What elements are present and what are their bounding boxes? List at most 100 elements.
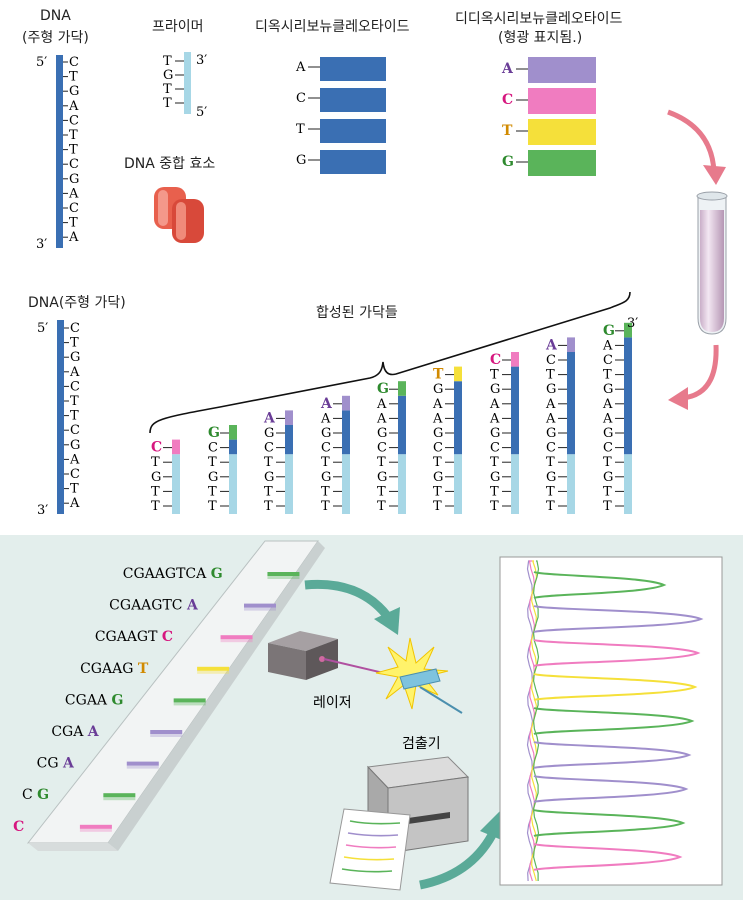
template-3-prime: 3′ <box>36 237 47 252</box>
ddntp-base-label: A <box>501 61 514 77</box>
strand-base: A <box>432 397 443 412</box>
strand-primer-segment <box>454 454 462 514</box>
template2-base-base: C <box>70 467 80 482</box>
dntp-base-label: G <box>296 153 306 168</box>
strand-base: A <box>545 397 556 412</box>
polymerase-icon <box>154 187 204 243</box>
strand-base: T <box>377 455 386 470</box>
strand-base: T <box>490 484 499 499</box>
template-base-base: C <box>69 55 79 70</box>
gel-band-shadow <box>197 670 230 674</box>
strand-base: A <box>376 397 387 412</box>
middle-dna-label: DNA(주형 가닥) <box>28 295 126 311</box>
chromatogram-peak <box>533 741 692 769</box>
template-2-5-prime: 5′ <box>37 321 48 336</box>
primer-base: T <box>163 96 172 111</box>
curved-arrow-icon <box>667 109 726 185</box>
strand-base: T <box>603 455 612 470</box>
template-5-prime: 5′ <box>36 55 47 70</box>
strand-terminal-base: A <box>545 337 558 353</box>
dntp-box <box>320 57 386 81</box>
dntp-label: 디옥시리보뉴클레오타이드 <box>255 19 410 35</box>
gel-band <box>103 793 136 798</box>
fragment-label: CGAAGTCA G <box>123 566 223 582</box>
fragment-label: CGAAG T <box>80 661 149 677</box>
gel-band-shadow <box>79 828 112 832</box>
strand-base: T <box>603 499 612 514</box>
strand-base: T <box>433 499 442 514</box>
strand-terminal-base: G <box>603 323 615 339</box>
strand-base: C <box>603 441 613 456</box>
strand-base: C <box>321 441 331 456</box>
strand-base: T <box>546 484 555 499</box>
strand-terminal-base: T <box>433 367 444 383</box>
strand-extension-segment <box>454 381 462 455</box>
strand-base: G <box>490 426 500 441</box>
dntp-box <box>320 119 386 143</box>
gel-band-shadow <box>103 797 136 801</box>
strand-base: A <box>602 397 613 412</box>
strand-base: A <box>320 411 331 426</box>
strand-primer-segment <box>285 454 293 514</box>
strand-base: G <box>377 426 387 441</box>
chromatogram-peak <box>533 639 701 667</box>
gel-band <box>220 635 253 640</box>
strand-extension-segment <box>567 352 575 455</box>
strand-base: T <box>546 368 555 383</box>
strand-terminal-base: G <box>208 425 220 441</box>
template-base-base: A <box>68 186 79 201</box>
template-base-base: C <box>69 201 79 216</box>
strand-primer-segment <box>398 454 406 514</box>
template-base-base: T <box>69 143 78 158</box>
polymerase-label: DNA 중합 효소 <box>124 156 216 172</box>
strand-extension-segment <box>342 410 350 455</box>
strand-base: G <box>546 382 556 397</box>
template2-base-base: T <box>70 409 79 424</box>
strand-base: G <box>264 426 274 441</box>
template2-base-base: T <box>70 336 79 351</box>
chromatogram-peak <box>533 605 704 633</box>
dntp-box <box>320 88 386 112</box>
reaction-components-panel: DNA (주형 가닥) 프라이머 DNA 중합 효소 디옥시리보뉴클레오타이드 … <box>22 8 728 518</box>
primer-base: T <box>163 82 172 97</box>
strand-base: A <box>489 411 500 426</box>
dna-label: DNA <box>40 8 71 24</box>
strand-extension-segment <box>398 395 406 455</box>
chromatogram-peak <box>533 843 683 871</box>
gel-bands <box>79 572 300 832</box>
strand-base: A <box>602 411 613 426</box>
chromatogram-peaks <box>526 560 704 882</box>
strand-base: T <box>490 368 499 383</box>
strand-base: A <box>489 397 500 412</box>
strand-base: T <box>151 455 160 470</box>
gel-band-shadow <box>173 702 206 706</box>
template-2-3-prime: 3′ <box>37 503 48 518</box>
teal-arrow-icon <box>419 811 504 890</box>
strand-base: G <box>151 470 161 485</box>
starburst-icon <box>375 637 449 710</box>
strand-base: T <box>377 499 386 514</box>
strand-base: G <box>208 470 218 485</box>
strand-terminal-base: C <box>490 352 501 368</box>
strand-terminator <box>285 410 293 425</box>
gel-band <box>173 698 206 703</box>
strand-base: G <box>321 470 331 485</box>
ddntp-base-label: T <box>502 123 513 139</box>
fragment-label: C G <box>22 787 49 803</box>
synth-strands-label: 합성된 가닥들 <box>316 305 398 321</box>
template2-base-base: G <box>70 438 80 453</box>
curved-arrow-icon <box>668 344 719 410</box>
strand-primer-segment <box>624 454 632 514</box>
chromatogram-peak <box>533 571 667 599</box>
strand-primer-segment <box>172 454 180 514</box>
strand-base: T <box>264 499 273 514</box>
strand-terminator <box>398 381 406 396</box>
strand-base: C <box>603 353 613 368</box>
strand-base: G <box>490 470 500 485</box>
strand-base: G <box>433 382 443 397</box>
